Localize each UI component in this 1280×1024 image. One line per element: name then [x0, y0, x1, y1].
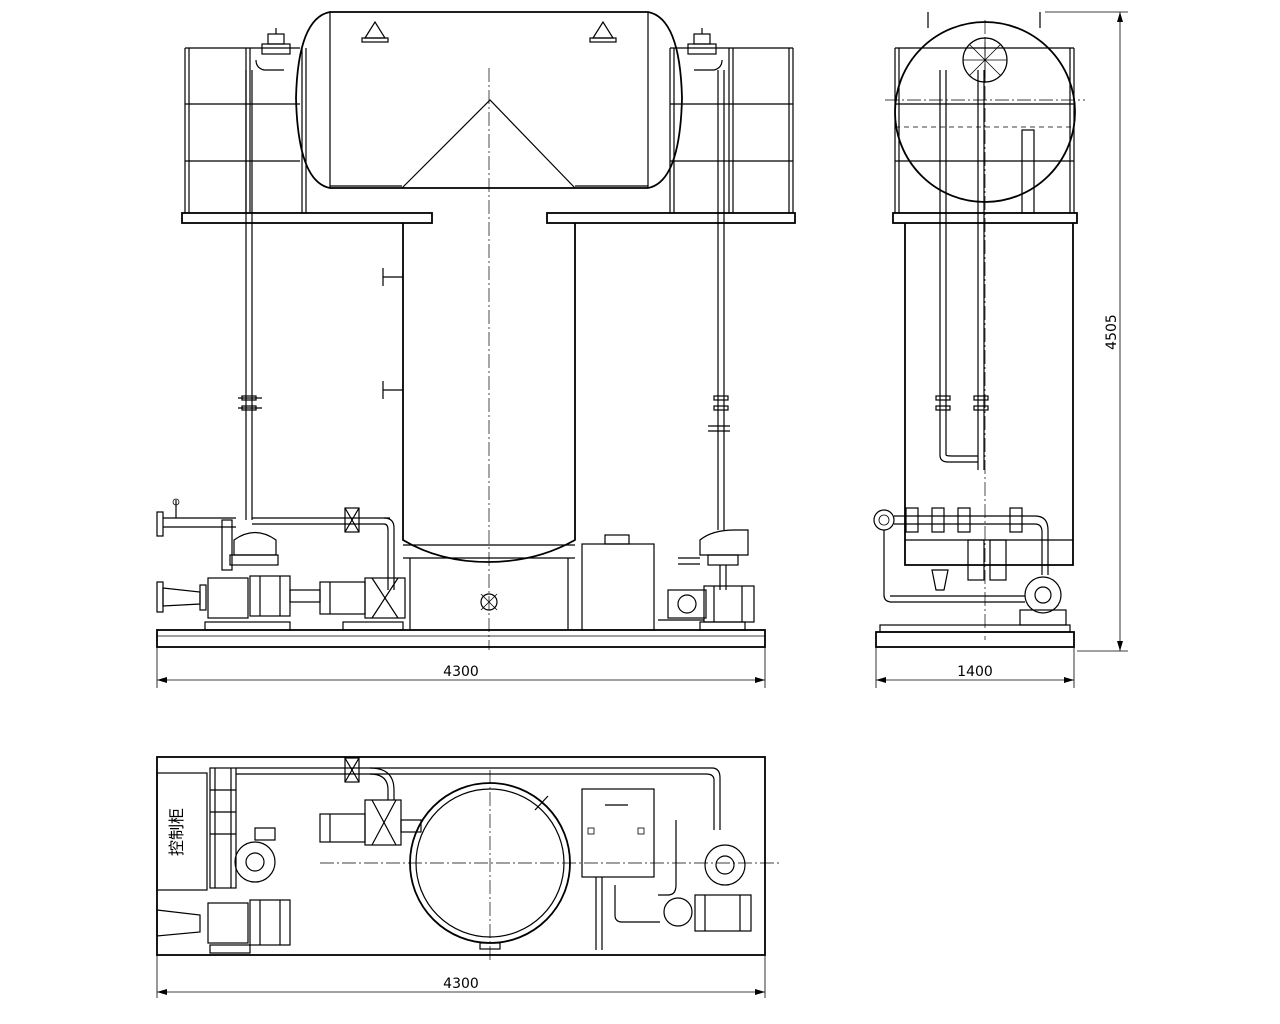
front-width-dimension: 4300 [156, 647, 766, 688]
control-cabinet-label: 控制柜 [167, 808, 186, 856]
side-width-dimension: 1400 [875, 647, 1075, 688]
front-elevation [156, 11, 796, 650]
overall-height-label: 4505 [1104, 314, 1120, 350]
overall-height-dimension: 4505 [1045, 11, 1128, 652]
plan-view: 控制柜 [156, 756, 780, 960]
plan-width-label: 4300 [443, 976, 479, 992]
side-elevation [873, 12, 1085, 648]
front-width-label: 4300 [443, 664, 479, 680]
plan-width-dimension: 4300 [156, 955, 766, 998]
side-width-label: 1400 [957, 664, 993, 680]
